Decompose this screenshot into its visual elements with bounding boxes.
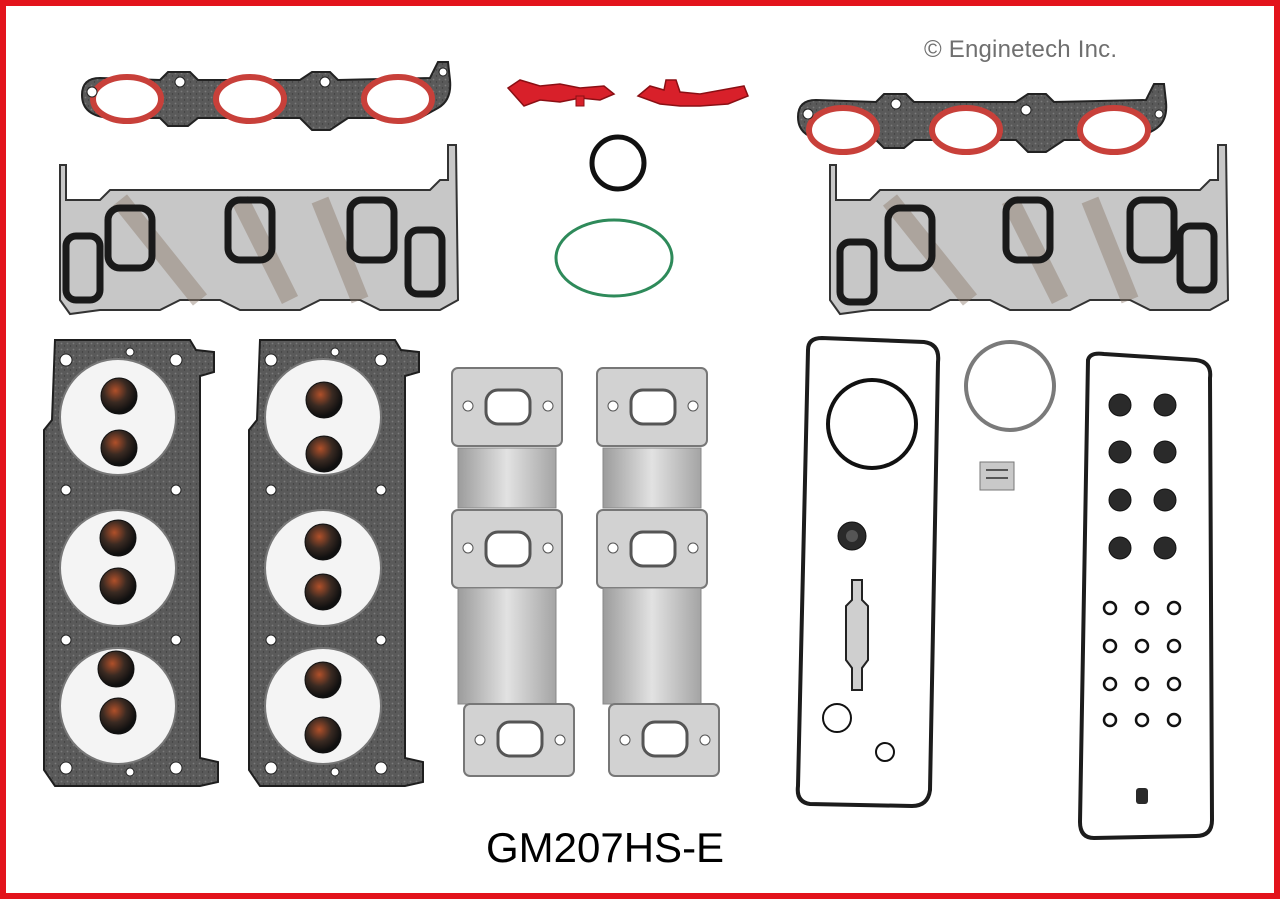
head-gasket-right	[248, 339, 424, 787]
o-ring-small	[589, 134, 647, 192]
valve-cover-gasket-right	[1077, 351, 1215, 841]
lower-intake-gasket-left	[59, 144, 460, 316]
copyright-notice: © Enginetech Inc.	[924, 36, 1118, 63]
intake-manifold-gasket-left	[80, 61, 452, 131]
exhaust-manifold-gasket-left	[451, 367, 575, 777]
gasket-kit-photo	[43, 61, 1230, 841]
o-ring-large-green	[554, 218, 674, 298]
exhaust-manifold-gasket-right	[596, 367, 720, 777]
valve-cover-gasket-left	[795, 335, 941, 809]
part-number-label: GM207HS-E	[486, 824, 725, 871]
misc-seals	[964, 340, 1056, 491]
plastic-clips	[506, 79, 749, 107]
lower-intake-gasket-right	[829, 144, 1230, 316]
intake-manifold-gasket-right	[796, 83, 1168, 155]
head-gasket-left	[43, 339, 219, 787]
